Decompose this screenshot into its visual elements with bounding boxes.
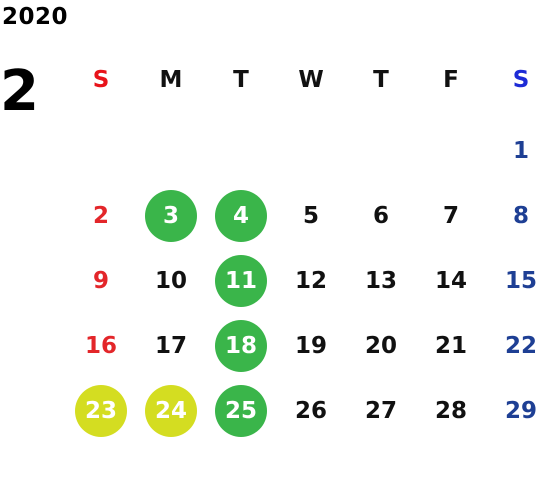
day-cell: 15: [486, 248, 548, 313]
day-number: 6: [372, 202, 389, 229]
day-number: 17: [154, 332, 187, 359]
day-cell: 16: [66, 313, 136, 378]
day-cell: 28: [416, 378, 486, 443]
day-number: 19: [294, 332, 327, 359]
day-cell: 29: [486, 378, 548, 443]
day-number: 29: [504, 397, 537, 424]
day-number: 15: [504, 267, 537, 294]
day-cell: 10: [136, 248, 206, 313]
day-number: 26: [294, 397, 327, 424]
weekday-label: S: [92, 67, 110, 93]
calendar-year: 2020: [2, 4, 69, 30]
day-cell: 9: [66, 248, 136, 313]
weekday-label: M: [159, 67, 183, 93]
day-number: 14: [434, 267, 467, 294]
day-cell: 18: [206, 313, 276, 378]
day-number-highlighted-green: 4: [215, 189, 267, 242]
day-cell: 27: [346, 378, 416, 443]
day-number: 12: [294, 267, 327, 294]
day-cell: 8: [486, 183, 548, 248]
day-cell: 19: [276, 313, 346, 378]
day-number-highlighted-green: 11: [215, 254, 267, 307]
day-number: 16: [84, 332, 117, 359]
day-cell: 5: [276, 183, 346, 248]
day-cell: 7: [416, 183, 486, 248]
day-number: 13: [364, 267, 397, 294]
day-number-highlighted-yellow: 24: [145, 384, 197, 437]
day-cell: 3: [136, 183, 206, 248]
day-number: 1: [512, 137, 529, 164]
day-number: 2: [92, 202, 109, 229]
day-cell: 21: [416, 313, 486, 378]
day-number-highlighted-yellow: 23: [75, 384, 127, 437]
day-cell: 24: [136, 378, 206, 443]
day-number-highlighted-green: 18: [215, 319, 267, 372]
day-number: 22: [504, 332, 537, 359]
day-cell: 25: [206, 378, 276, 443]
calendar-month: 2: [0, 59, 39, 124]
day-number: 10: [154, 267, 187, 294]
day-number: 21: [434, 332, 467, 359]
day-cell: 2: [66, 183, 136, 248]
day-number: 28: [434, 397, 467, 424]
day-cell: 13: [346, 248, 416, 313]
day-cell: 20: [346, 313, 416, 378]
day-number-highlighted-green: 3: [145, 189, 197, 242]
day-number: 7: [442, 202, 459, 229]
day-number: 9: [92, 267, 109, 294]
day-number-highlighted-green: 25: [215, 384, 267, 437]
day-cell: 17: [136, 313, 206, 378]
day-cell: 1: [486, 118, 548, 183]
day-number: 5: [302, 202, 319, 229]
day-number: 27: [364, 397, 397, 424]
day-cell: 14: [416, 248, 486, 313]
day-cell: 26: [276, 378, 346, 443]
weekday-label: W: [298, 67, 324, 93]
day-cell: 6: [346, 183, 416, 248]
day-cell: 22: [486, 313, 548, 378]
day-cell: 11: [206, 248, 276, 313]
weekday-label: T: [233, 67, 249, 93]
day-number: 8: [512, 202, 529, 229]
weekday-label: F: [443, 67, 459, 93]
day-cell: 12: [276, 248, 346, 313]
day-number: 20: [364, 332, 397, 359]
weekday-label: S: [512, 67, 530, 93]
day-cell: 23: [66, 378, 136, 443]
day-cell: 4: [206, 183, 276, 248]
weekday-label: T: [373, 67, 389, 93]
